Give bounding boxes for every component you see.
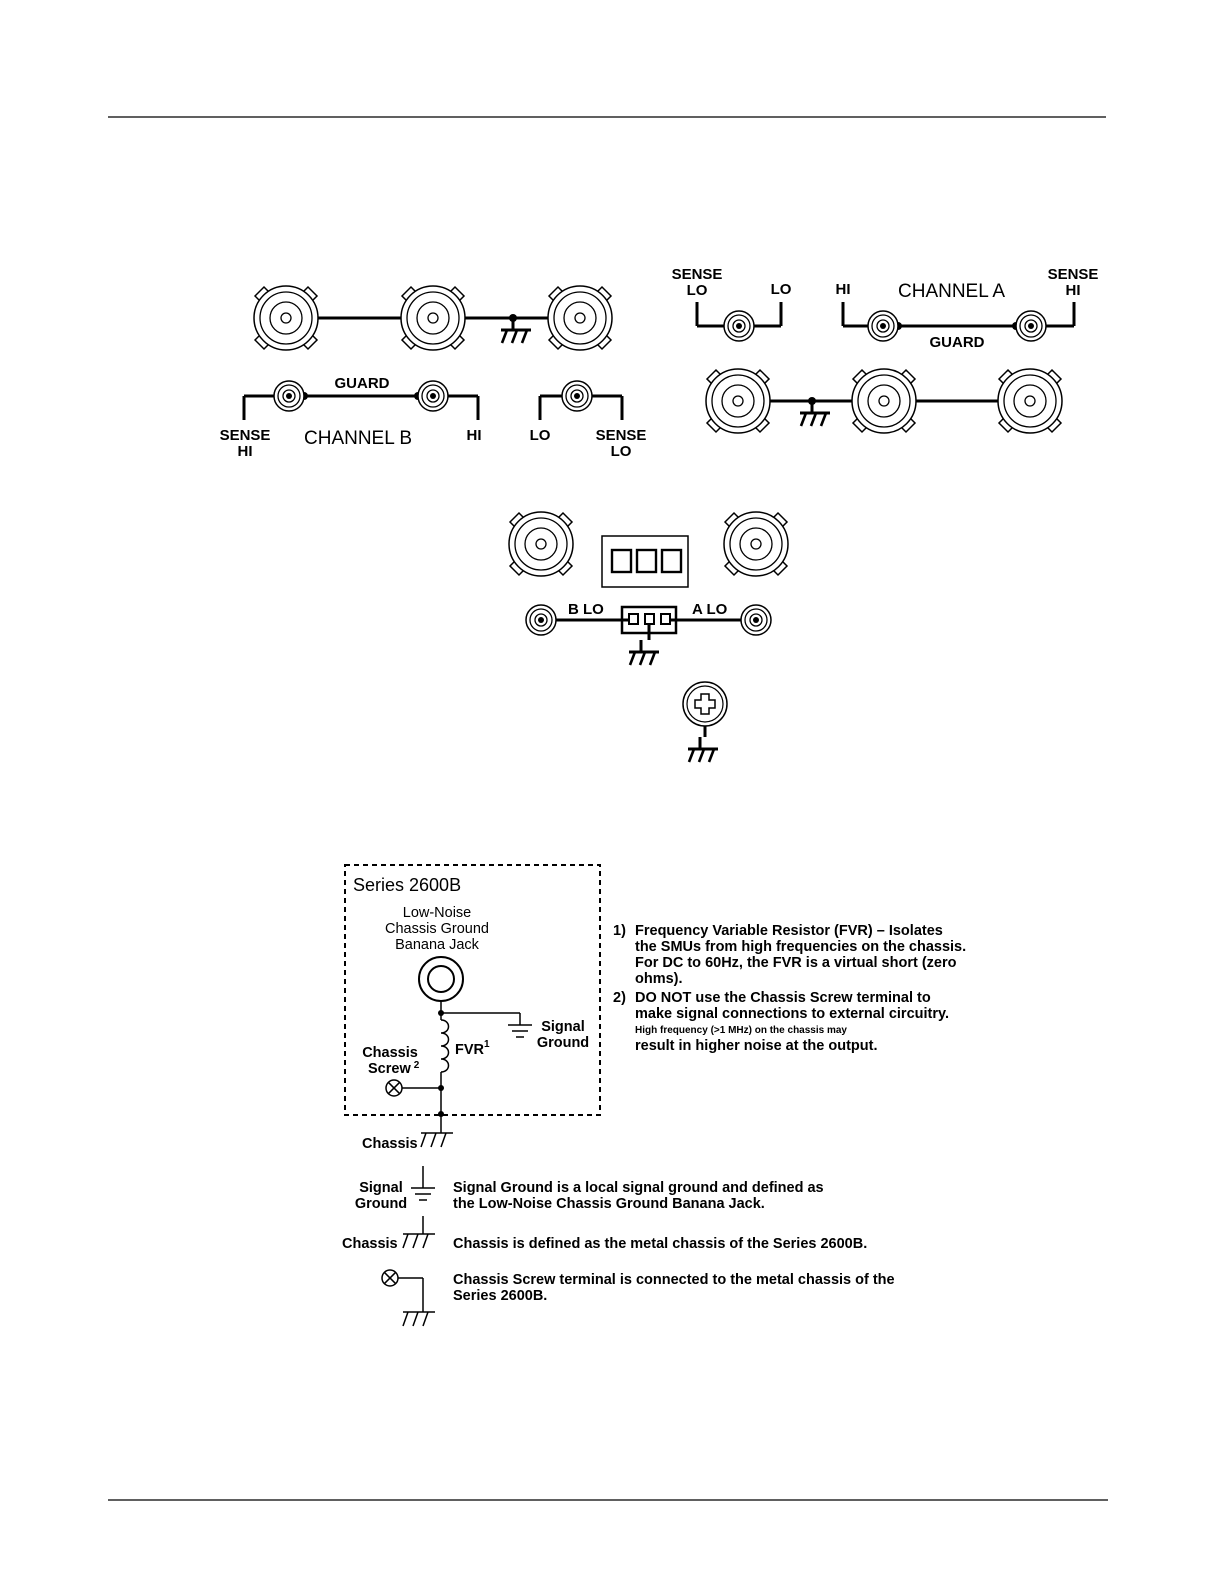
- legend-signal-label-2: Ground: [355, 1196, 407, 1212]
- triax-connector-icon: [851, 368, 917, 434]
- triax-connector-icon: [705, 368, 771, 434]
- legend-chassis-desc: Chassis is defined as the metal chassis …: [453, 1236, 867, 1252]
- sense-hi-jack-icon: [273, 380, 305, 412]
- lo-panel: B LO A LO: [508, 511, 789, 764]
- legend-signal-label-1: Signal: [359, 1180, 403, 1196]
- signal-ground-label-1: Signal: [541, 1019, 585, 1035]
- ground-schematic: Series 2600B Low-Noise Chassis Ground Ba…: [344, 864, 601, 1152]
- legend-screw-desc-2: Series 2600B.: [453, 1288, 547, 1304]
- signal-ground-label-2: Ground: [537, 1035, 589, 1051]
- note-1-line-3: For DC to 60Hz, the FVR is a virtual sho…: [635, 955, 957, 971]
- legend-signal-desc-1: Signal Ground is a local signal ground a…: [453, 1180, 824, 1196]
- triax-connector-icon: [547, 285, 613, 351]
- note-2-number: 2): [613, 990, 626, 1006]
- channel-a-panel: SENSE LO LO HI CHANNEL A SENSE HI GUARD: [672, 266, 1099, 434]
- channel-a-sense-hi-label: SENSE: [1048, 266, 1099, 283]
- chassis-label: Chassis: [362, 1136, 418, 1152]
- channel-a-sense-hi-label-2: HI: [1066, 282, 1081, 299]
- channel-b-title: CHANNEL B: [304, 428, 412, 449]
- note-2-line-3: High frequency (>1 MHz) on the chassis m…: [635, 1025, 847, 1036]
- channel-a-sense-lo-label-2: LO: [687, 282, 708, 299]
- series-2600b-title: Series 2600B: [353, 875, 461, 895]
- channel-b-sense-hi-label-2: HI: [238, 443, 253, 460]
- triax-connector-icon: [997, 368, 1063, 434]
- interlock-connector-icon: [601, 535, 689, 588]
- note-1-line-4: ohms).: [635, 971, 683, 987]
- channel-a-title: CHANNEL A: [898, 281, 1005, 302]
- chassis-screw-terminal-icon: [385, 1079, 403, 1097]
- triax-connector-icon: [400, 285, 466, 351]
- hi-jack-icon: [867, 310, 899, 342]
- hi-jack-icon: [417, 380, 449, 412]
- series-2600b-box: [344, 864, 601, 1116]
- chassis-screw-label-1: Chassis: [362, 1045, 418, 1061]
- symbol-legend: Signal Ground Signal Ground is a local s…: [342, 1166, 895, 1327]
- note-1-number: 1): [613, 923, 626, 939]
- triax-connector-icon: [253, 285, 319, 351]
- fvr-inductor-icon: [440, 1019, 450, 1073]
- channel-a-sense-lo-label: SENSE: [672, 266, 723, 283]
- triax-connector-icon: [508, 511, 574, 577]
- chassis-screw-label-text: Screw: [368, 1061, 411, 1077]
- a-lo-label: A LO: [692, 601, 728, 618]
- a-lo-jack-icon: [740, 604, 772, 636]
- channel-b-guard-label: GUARD: [335, 375, 390, 392]
- chassis-ground-icon: [627, 638, 661, 667]
- channel-b-sense-hi-label: SENSE: [220, 427, 271, 444]
- triax-connector-icon: [723, 511, 789, 577]
- jack-label-3: Banana Jack: [395, 937, 480, 953]
- chassis-screw-terminal-icon: [381, 1269, 424, 1312]
- chassis-ground-icon: [499, 316, 533, 345]
- channel-a-lo-label: LO: [771, 281, 792, 298]
- note-2-line-2: make signal connections to external circ…: [635, 1006, 949, 1022]
- b-lo-jack-icon: [525, 604, 557, 636]
- legend-signal-desc-2: the Low-Noise Chassis Ground Banana Jack…: [453, 1196, 765, 1212]
- legend-chassis-label: Chassis: [342, 1236, 398, 1252]
- signal-ground-icon: [508, 1013, 532, 1038]
- note-2-line-4: result in higher noise at the output.: [635, 1038, 877, 1054]
- chassis-screw-icon: [682, 681, 728, 737]
- sense-lo-jack-icon: [723, 310, 755, 342]
- channel-b-panel: GUARD SENSE HI CHANNEL B HI LO SENSE LO: [220, 285, 647, 460]
- fvr-label-text: FVR: [455, 1042, 485, 1058]
- channel-a-guard-label: GUARD: [930, 334, 985, 351]
- footnotes: 1) Frequency Variable Resistor (FVR) – I…: [613, 923, 966, 1054]
- banana-jack-icon: [418, 956, 464, 1002]
- lo-ground-connector-icon: [620, 605, 678, 640]
- channel-b-sense-lo-label-2: LO: [611, 443, 632, 460]
- lo-jack-icon: [561, 380, 593, 412]
- channel-b-lo-label: LO: [530, 427, 551, 444]
- fvr-footnote-mark: 1: [484, 1039, 490, 1050]
- signal-ground-icon: [411, 1166, 435, 1201]
- chassis-ground-icon: [420, 1132, 454, 1148]
- jack-label-2: Chassis Ground: [385, 921, 489, 937]
- chassis-ground-icon: [402, 1233, 436, 1249]
- chassis-ground-icon: [686, 735, 720, 764]
- channel-a-hi-label: HI: [836, 281, 851, 298]
- legend-screw-desc-1: Chassis Screw terminal is connected to t…: [453, 1272, 895, 1288]
- note-1-line-2: the SMUs from high frequencies on the ch…: [635, 939, 966, 955]
- channel-b-sense-lo-label: SENSE: [596, 427, 647, 444]
- chassis-ground-icon: [798, 399, 832, 428]
- jack-label-1: Low-Noise: [403, 905, 472, 921]
- b-lo-label: B LO: [568, 601, 604, 618]
- note-2-line-1: DO NOT use the Chassis Screw terminal to: [635, 990, 931, 1006]
- fvr-label: FVR1: [455, 1039, 490, 1058]
- channel-b-hi-label: HI: [467, 427, 482, 444]
- note-1-line-1: Frequency Variable Resistor (FVR) – Isol…: [635, 923, 943, 939]
- chassis-ground-icon: [402, 1311, 436, 1327]
- chassis-screw-footnote-mark: 2: [414, 1060, 420, 1071]
- sense-hi-jack-icon: [1015, 310, 1047, 342]
